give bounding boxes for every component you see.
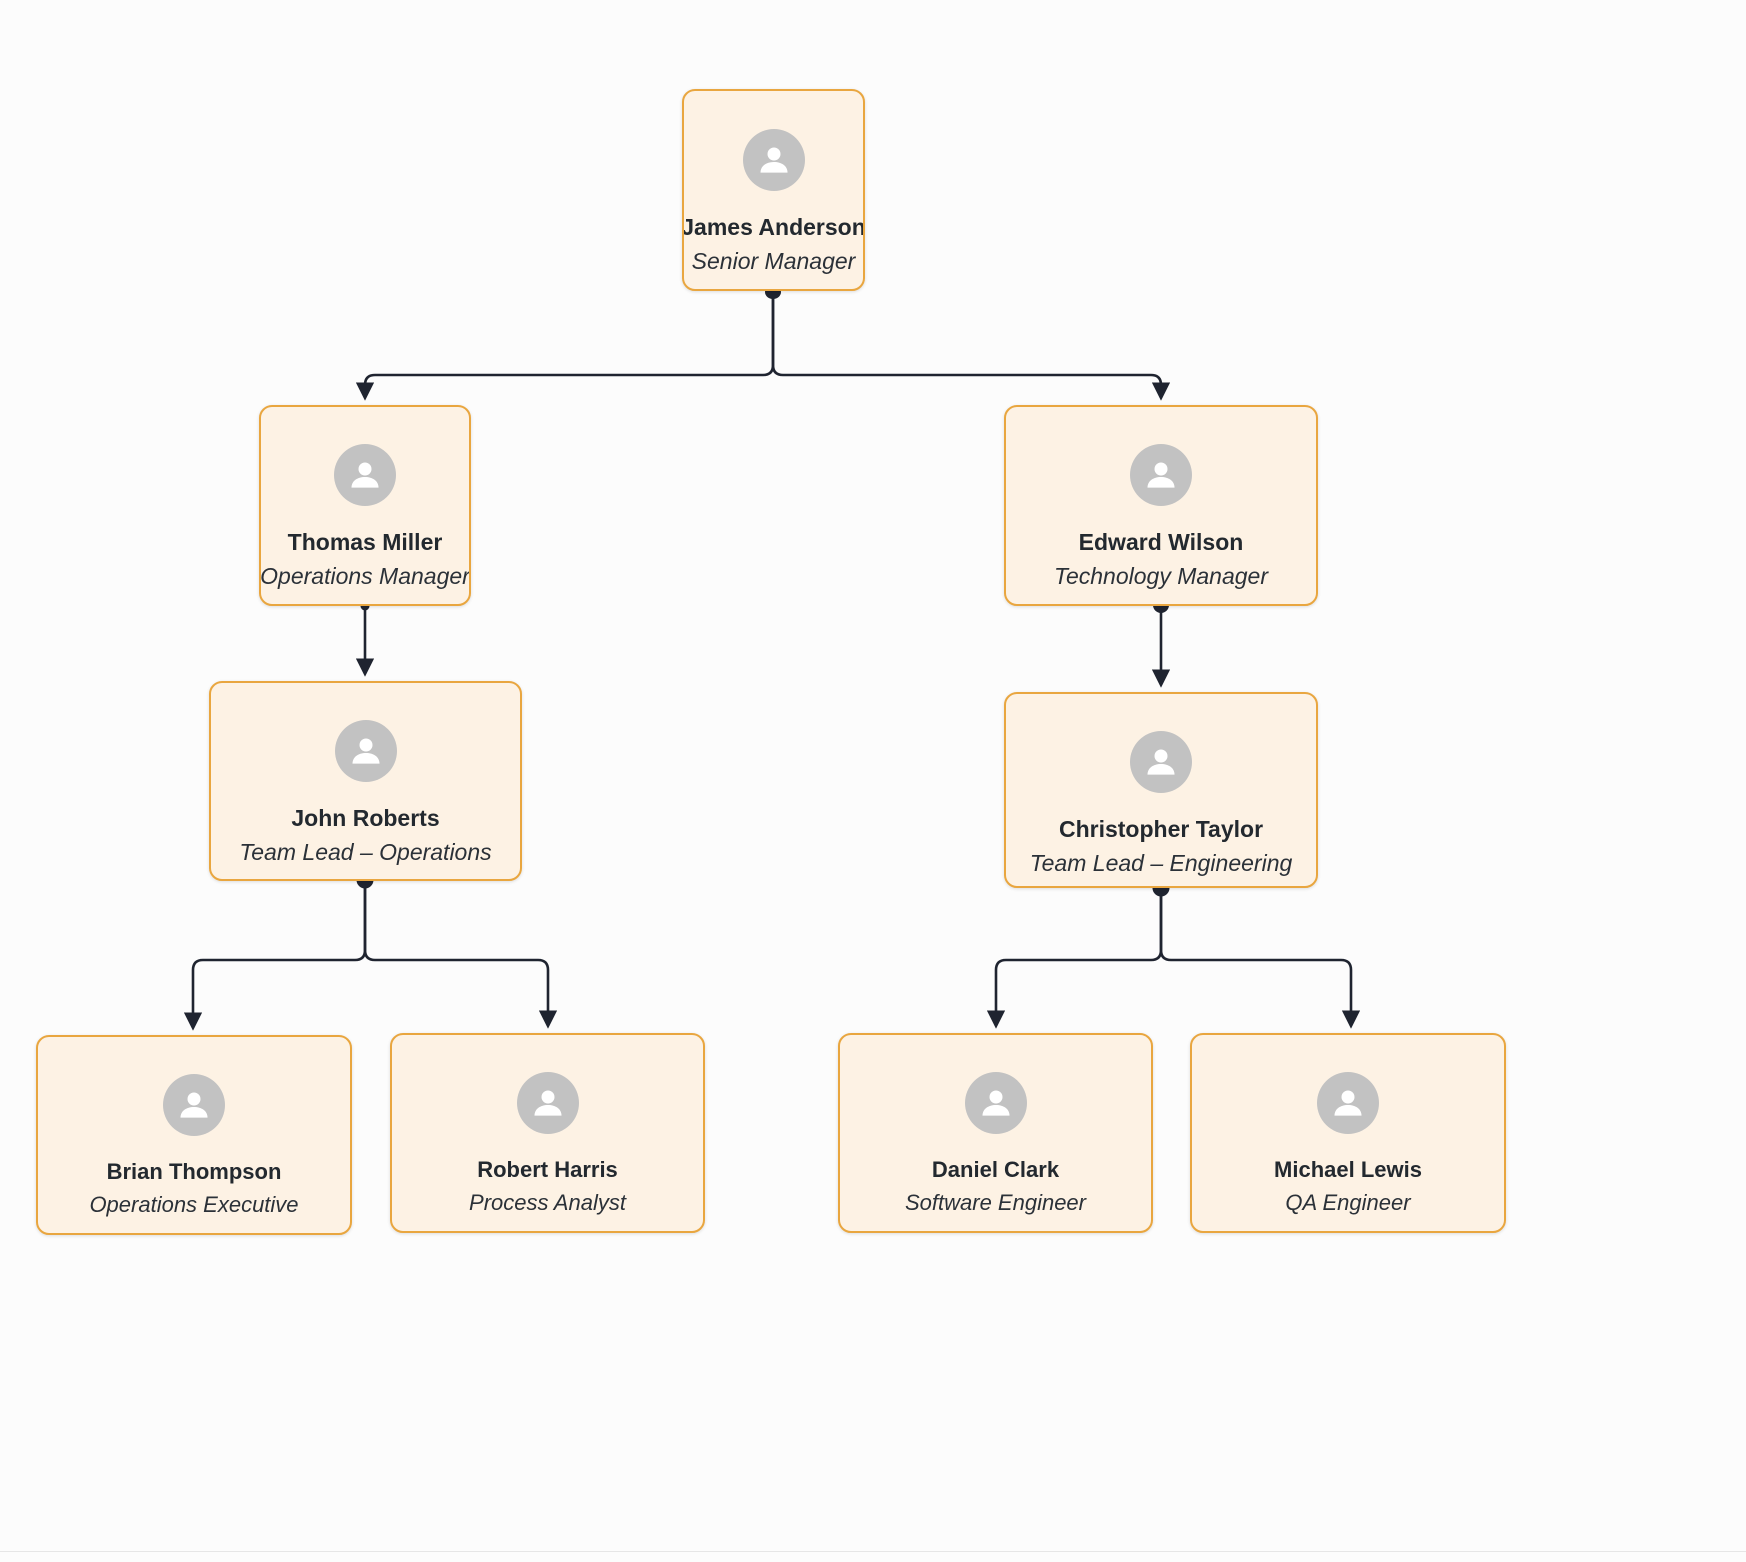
org-node-robert-harris[interactable]: Robert Harris Process Analyst xyxy=(390,1033,705,1233)
bottom-divider xyxy=(0,1551,1746,1552)
org-node-name: Christopher Taylor xyxy=(1058,816,1264,842)
edge-christopher-taylor-michael-lewis xyxy=(1159,888,1361,1029)
person-avatar-icon xyxy=(516,1072,579,1134)
org-node-name: James Anderson xyxy=(682,214,865,240)
org-node-title: Process Analyst xyxy=(469,1190,626,1216)
org-node-title: Team Lead – Engineering xyxy=(1029,850,1293,877)
org-node-edward-wilson[interactable]: Edward Wilson Technology Manager xyxy=(1004,405,1318,606)
org-node-james-anderson[interactable]: James Anderson Senior Manager xyxy=(682,89,865,291)
org-node-title: QA Engineer xyxy=(1285,1190,1411,1216)
org-node-title: Software Engineer xyxy=(905,1190,1086,1216)
org-node-michael-lewis[interactable]: Michael Lewis QA Engineer xyxy=(1190,1033,1506,1233)
edge-john-roberts-robert-harris xyxy=(363,881,558,1029)
org-node-brian-thompson[interactable]: Brian Thompson Operations Executive xyxy=(36,1035,352,1235)
person-avatar-icon xyxy=(163,1074,225,1136)
person-avatar-icon xyxy=(1130,444,1192,506)
person-avatar-icon xyxy=(334,444,396,506)
edge-james-anderson-thomas-miller xyxy=(355,291,775,401)
org-node-title: Operations Manager xyxy=(260,563,470,590)
org-node-title: Senior Manager xyxy=(691,248,856,275)
org-node-john-roberts[interactable]: John Roberts Team Lead – Operations xyxy=(209,681,522,881)
person-avatar-icon xyxy=(964,1072,1027,1134)
org-node-daniel-clark[interactable]: Daniel Clark Software Engineer xyxy=(838,1033,1153,1233)
person-avatar-icon xyxy=(742,129,805,191)
org-node-title: Team Lead – Operations xyxy=(239,839,492,866)
org-node-title: Operations Executive xyxy=(89,1192,299,1218)
org-node-name: Thomas Miller xyxy=(287,529,443,555)
person-avatar-icon xyxy=(1317,1072,1379,1134)
org-node-name: John Roberts xyxy=(291,805,440,831)
org-node-name: Daniel Clark xyxy=(931,1157,1060,1182)
edge-john-roberts-brian-thompson xyxy=(183,881,367,1031)
person-avatar-icon xyxy=(1130,731,1192,793)
edge-christopher-taylor-daniel-clark xyxy=(986,888,1163,1029)
person-avatar-icon xyxy=(334,720,397,782)
org-node-name: Michael Lewis xyxy=(1274,1157,1422,1182)
org-node-thomas-miller[interactable]: Thomas Miller Operations Manager xyxy=(259,405,471,606)
edge-james-anderson-edward-wilson xyxy=(771,291,1171,401)
org-node-christopher-taylor[interactable]: Christopher Taylor Team Lead – Engineeri… xyxy=(1004,692,1318,888)
org-node-name: Robert Harris xyxy=(477,1157,618,1182)
org-node-title: Technology Manager xyxy=(1054,563,1268,590)
org-node-name: Brian Thompson xyxy=(106,1159,282,1184)
org-node-name: Edward Wilson xyxy=(1078,529,1244,555)
